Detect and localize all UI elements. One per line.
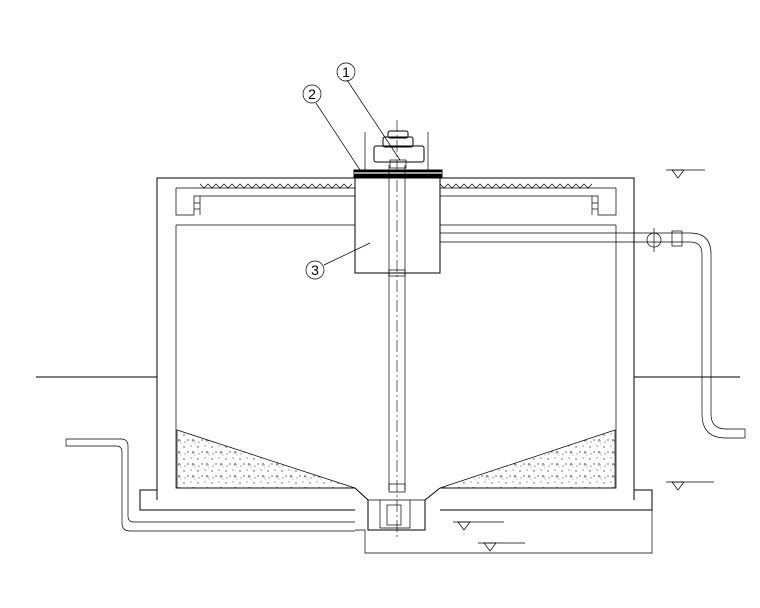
level-marker-top	[666, 169, 705, 179]
leader-lines	[315, 79, 401, 266]
base-slab	[139, 489, 653, 511]
central-sump	[354, 487, 441, 531]
mounting-plate	[353, 169, 443, 179]
callout-3-label: 3	[311, 262, 319, 278]
sludge-discharge-pipe	[65, 438, 355, 532]
callout-1-label: 1	[342, 64, 350, 80]
inlet-pipe	[440, 228, 746, 439]
callout-1: 1	[336, 62, 356, 82]
callout-3: 3	[305, 260, 325, 280]
callout-2-label: 2	[308, 86, 316, 102]
center-well	[354, 177, 441, 274]
foundation-line	[355, 510, 653, 554]
overflow-weir-left	[175, 183, 355, 216]
central-shaft	[388, 120, 406, 540]
level-marker-foundation	[478, 542, 525, 552]
callout-2: 2	[302, 84, 322, 104]
level-marker-sump	[453, 521, 504, 531]
drive-motor	[364, 130, 429, 170]
overflow-weir-right	[439, 183, 617, 216]
sludge-slope-right	[439, 429, 616, 489]
sludge-slope-left	[176, 429, 356, 489]
level-marker-bottom	[666, 481, 714, 491]
